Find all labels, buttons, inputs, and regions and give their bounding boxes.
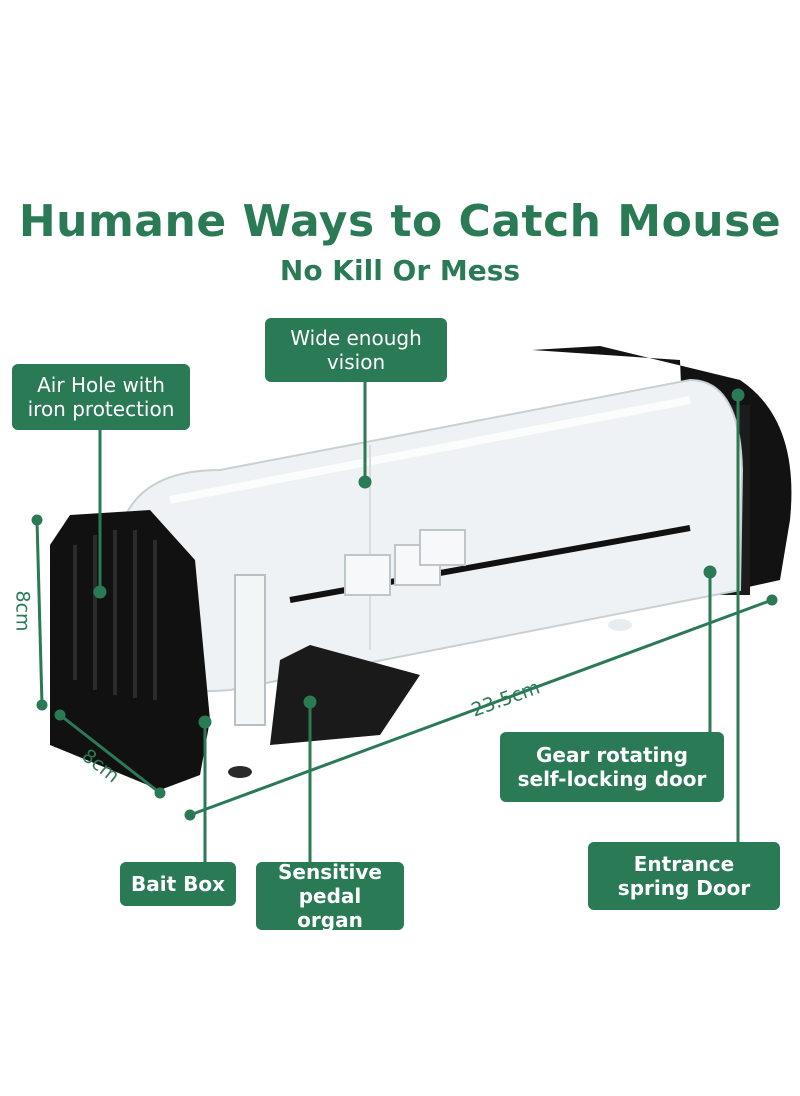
trap-left-end-cap — [50, 510, 210, 790]
label-pedal-organ: Sensitive pedal organ — [256, 860, 404, 932]
label-air-hole: Air Hole with iron protection — [12, 364, 190, 430]
label-wide-vision: Wide enough vision — [265, 318, 447, 382]
page-subtitle: No Kill Or Mess — [279, 254, 521, 287]
latch-block-3 — [419, 529, 466, 566]
trap-foot-right — [608, 619, 632, 631]
trap-foot — [228, 766, 252, 778]
label-entrance-door: Entrance spring Door — [588, 842, 780, 910]
label-bait-box: Bait Box — [120, 862, 236, 906]
trap-pedal-plate — [270, 645, 420, 745]
page-title: Humane Ways to Catch Mouse — [18, 196, 782, 247]
air-hole-grille — [73, 530, 157, 700]
dimension-height: 8cm — [11, 590, 34, 632]
label-gear-door: Gear rotating self-locking door — [500, 732, 724, 802]
tube-highlight — [169, 396, 691, 504]
dimension-lines — [31, 514, 778, 821]
clear-door-panel — [234, 574, 266, 726]
leader-lines — [93, 382, 745, 862]
latch-block-1 — [344, 554, 391, 596]
